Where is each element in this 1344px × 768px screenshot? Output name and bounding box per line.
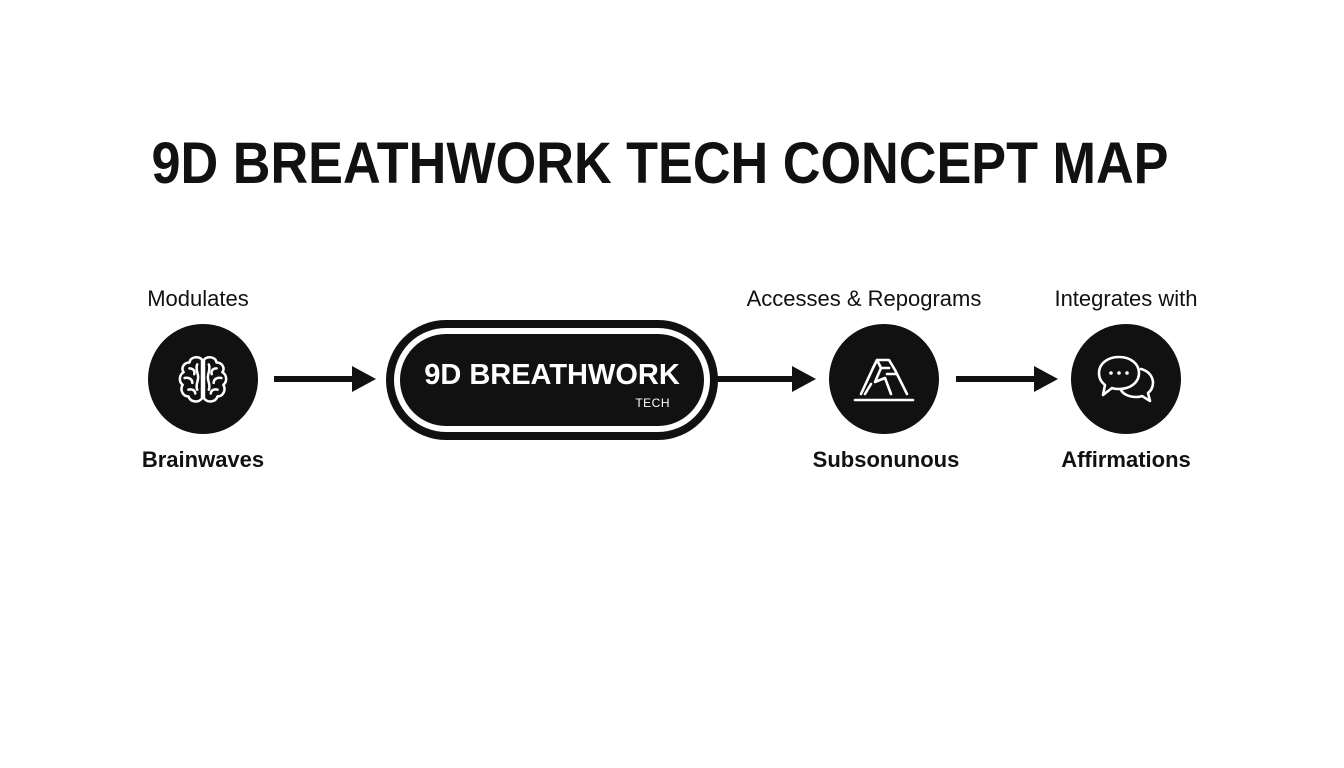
node-brainwaves-bottom-label: Brainwaves bbox=[141, 447, 265, 472]
page-title: 9D BREATHWORK TECH CONCEPT MAP bbox=[151, 131, 1169, 196]
brain-icon bbox=[178, 356, 228, 403]
node-subconscious-top-label: Accesses & Repograms bbox=[746, 286, 982, 311]
node-affirmations-top-label: Integrates with bbox=[1054, 286, 1198, 311]
arrow-2 bbox=[716, 366, 816, 392]
node-brainwaves-top-label: Modulates bbox=[147, 286, 249, 311]
center-node-9d-breathwork: 9D BREATHWORK TECH bbox=[386, 320, 718, 440]
node-subconscious-bottom-label: Subsonunous bbox=[812, 447, 960, 472]
chat-bubbles-icon bbox=[1097, 355, 1155, 403]
center-node-subtitle: TECH bbox=[635, 396, 670, 410]
node-brainwaves bbox=[148, 324, 258, 434]
node-subconscious bbox=[829, 324, 939, 434]
arrow-1 bbox=[274, 366, 376, 392]
node-affirmations-bottom-label: Affirmations bbox=[1061, 447, 1191, 472]
mountain-iceberg-icon bbox=[853, 358, 915, 402]
node-affirmations bbox=[1071, 324, 1181, 434]
center-node-title: 9D BREATHWORK bbox=[424, 359, 680, 391]
arrow-3 bbox=[956, 366, 1058, 392]
